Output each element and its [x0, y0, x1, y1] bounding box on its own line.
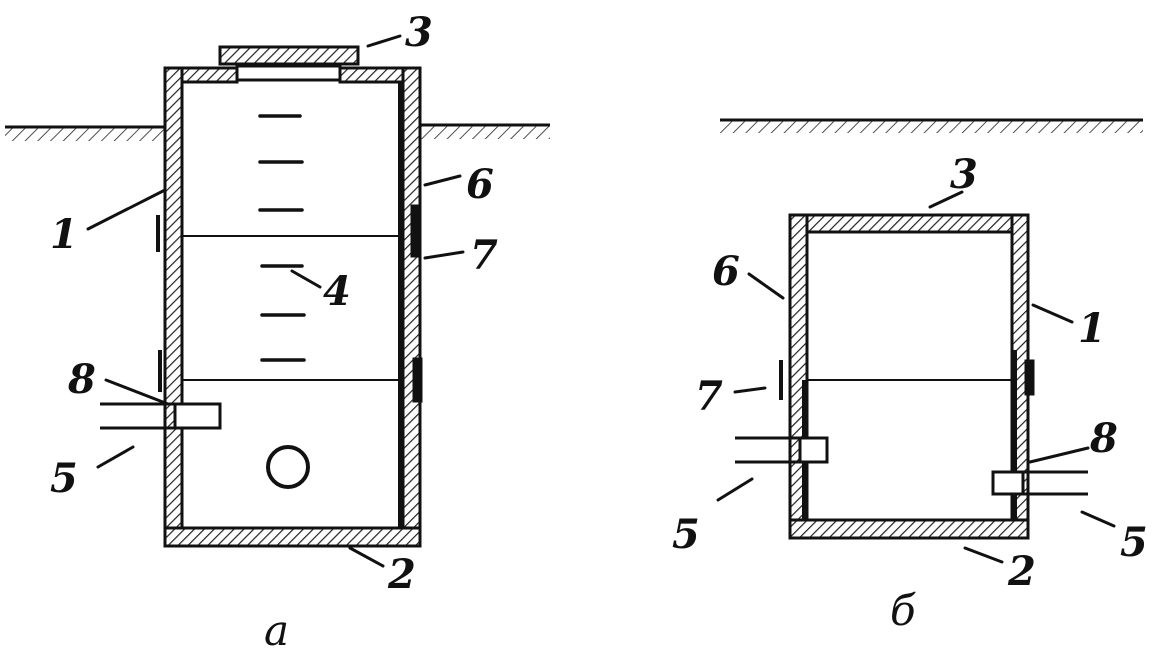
ladder-steps-a — [258, 114, 306, 362]
well-walls-a — [163, 66, 422, 548]
label-6: 6 — [466, 161, 494, 208]
pipe-right-b — [991, 470, 1088, 496]
level-marks-b — [779, 359, 1035, 400]
diagram-a: 3 1 6 7 4 8 5 2 а — [5, 9, 550, 655]
label-2: 2 — [387, 551, 416, 598]
label-8-b: 8 — [1089, 415, 1118, 462]
ground-surface-a — [5, 123, 550, 141]
pipe-a — [100, 402, 222, 430]
bottom-slab-b — [788, 518, 1030, 540]
top-slab-b — [788, 213, 1028, 234]
waterproof-lining-a — [398, 82, 404, 528]
label-6-b: 6 — [712, 248, 740, 295]
ground-surface-b — [720, 118, 1143, 133]
labels-b: 3 6 1 7 8 5 5 2 б — [672, 151, 1148, 635]
label-1-b: 1 — [1078, 305, 1106, 352]
label-5-left-b: 5 — [672, 511, 700, 558]
label-4: 4 — [323, 268, 351, 315]
caption-a: а — [264, 606, 289, 655]
label-8: 8 — [67, 356, 96, 403]
label-3: 3 — [405, 9, 433, 56]
caption-b: б — [890, 586, 916, 635]
label-7-b: 7 — [695, 373, 723, 420]
leader-lines-b — [716, 190, 1116, 564]
lining-right-b — [1012, 350, 1017, 520]
water-levels-a — [182, 235, 403, 381]
label-1: 1 — [50, 211, 78, 258]
level-marks-a — [156, 204, 423, 403]
hatch-cover-a — [218, 45, 360, 82]
label-3-b: 3 — [950, 151, 978, 198]
bottom-slab-a — [163, 526, 422, 548]
labels-a: 3 1 6 7 4 8 5 2 а — [50, 9, 498, 655]
opening-circle-a — [266, 445, 310, 489]
label-5-right-b: 5 — [1120, 519, 1148, 566]
label-5: 5 — [50, 455, 78, 502]
leader-lines-a — [86, 34, 465, 568]
top-slab-a — [180, 66, 405, 84]
pipe-left-b — [735, 436, 829, 464]
label-2-b: 2 — [1007, 548, 1036, 595]
diagram-b: 3 6 1 7 8 5 5 2 б — [672, 118, 1148, 635]
label-7: 7 — [470, 232, 498, 279]
